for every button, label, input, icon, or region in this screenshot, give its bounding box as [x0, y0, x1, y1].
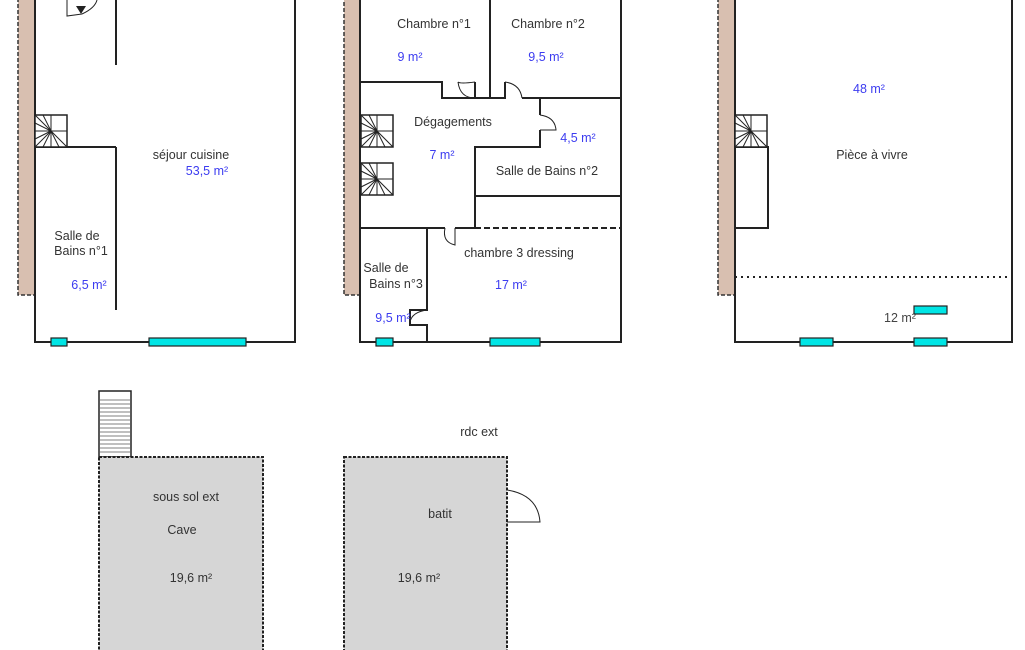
room-label: Salle de — [363, 261, 408, 275]
window — [799, 337, 834, 347]
stair-landing — [734, 146, 769, 229]
door-icon — [457, 81, 476, 99]
wall-strip — [17, 0, 36, 296]
room-area: 19,6 m² — [170, 571, 212, 585]
arrow-icon — [76, 6, 86, 14]
door-icon — [539, 114, 557, 131]
inner-walls — [35, 0, 117, 310]
room-label: Chambre n°1 — [397, 17, 471, 31]
room-area: 53,5 m² — [186, 164, 228, 178]
plan-second-floor: Chambre n°1 9 m² Chambre n°2 9,5 m² Déga… — [343, 0, 622, 347]
window — [148, 337, 247, 347]
wall-strip — [717, 0, 736, 296]
room-area: 12 m² — [884, 311, 916, 325]
window — [50, 337, 68, 347]
room-label: Bains n°3 — [369, 277, 423, 291]
room-label: Salle de — [54, 229, 99, 243]
room-label: Bains n°1 — [54, 244, 108, 258]
door-icon — [506, 489, 541, 523]
plan-first-floor: séjour cuisine 53,5 m² Salle de Bains n°… — [17, 0, 296, 347]
door-icon — [444, 227, 456, 246]
room-area: 19,6 m² — [398, 571, 440, 585]
room-area: 9,5 m² — [375, 311, 410, 325]
exterior-batit: rdc ext batit 19,6 m² — [343, 425, 541, 650]
room-label: chambre 3 dressing — [464, 246, 574, 260]
wall-strip — [343, 0, 361, 296]
window — [913, 337, 948, 347]
plan-third-floor: 12 m² 48 m² Pièce à vivre — [717, 0, 1013, 347]
room-area: 9 m² — [398, 50, 423, 64]
window — [913, 305, 948, 315]
staircase-icon — [360, 162, 394, 196]
room-label: sous sol ext — [153, 490, 220, 504]
room-area: 4,5 m² — [560, 131, 595, 145]
exterior-cave: sous sol ext Cave 19,6 m² — [98, 390, 264, 650]
room-label: Dégagements — [414, 115, 492, 129]
room-label: séjour cuisine — [153, 148, 229, 162]
door-icon — [504, 81, 523, 99]
room-area: 9,5 m² — [528, 50, 563, 64]
cave-room — [98, 456, 264, 650]
batit-room — [343, 456, 508, 650]
staircase-icon — [360, 114, 394, 148]
room-area: 6,5 m² — [71, 278, 106, 292]
stair-treads — [100, 399, 130, 453]
inner-walls — [360, 0, 621, 342]
room-area: 48 m² — [853, 82, 885, 96]
window — [489, 337, 541, 347]
room-area: 17 m² — [495, 278, 527, 292]
room-label: Chambre n°2 — [511, 17, 585, 31]
room-label: Pièce à vivre — [836, 148, 908, 162]
room-label: Salle de Bains n°2 — [496, 164, 598, 178]
door-icon — [409, 309, 428, 323]
outer-walls — [734, 0, 1013, 343]
door-icon — [66, 0, 98, 17]
room-label: Cave — [167, 523, 196, 537]
window — [375, 337, 394, 347]
section-label: rdc ext — [460, 425, 498, 439]
staircase-icon — [734, 114, 768, 148]
staircase-icon — [34, 114, 68, 148]
room-area: 7 m² — [430, 148, 455, 162]
room-label: batit — [428, 507, 452, 521]
